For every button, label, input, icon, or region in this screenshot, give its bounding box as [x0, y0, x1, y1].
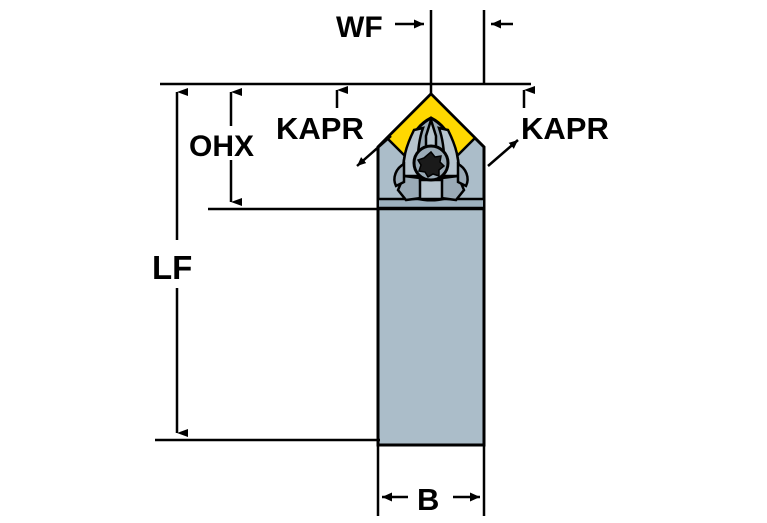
b-label: B [417, 482, 439, 517]
kapr-left-leader [356, 135, 392, 167]
insert-clamp-assembly [393, 115, 469, 202]
clamp-bulge-left [393, 161, 406, 188]
torx-screw-recess-icon [416, 150, 446, 179]
kapr-left-label: KAPR [276, 111, 364, 146]
ohx-label: OHX [189, 130, 254, 163]
kapr-right-leader [487, 139, 519, 167]
kapr-right-label: KAPR [521, 111, 609, 146]
extension-lines [155, 10, 531, 516]
clamp-bottom-tongue [418, 178, 444, 201]
shank-seam-band [379, 199, 483, 208]
dimension-kapr-left: KAPR [276, 86, 392, 167]
wf-label: WF [336, 11, 383, 44]
dimension-kapr-right: KAPR [487, 86, 609, 167]
dimension-lf: LF [152, 88, 192, 437]
clamp-bulge-right [456, 161, 469, 188]
dimension-b: B [382, 482, 480, 517]
dimension-ohx: OHX [189, 88, 254, 206]
lf-label: LF [152, 249, 192, 286]
dimension-wf: WF [336, 11, 513, 44]
